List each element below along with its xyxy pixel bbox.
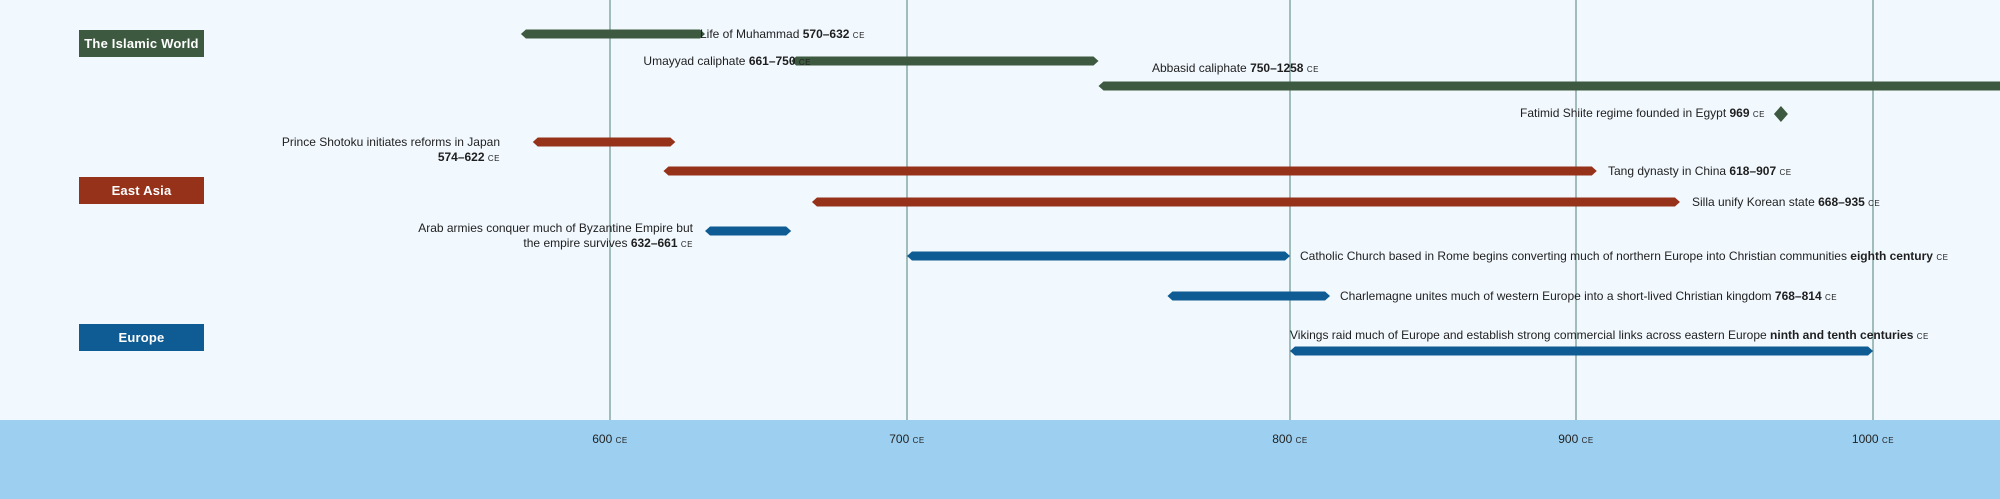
event-bar-silla-korea [811,197,1680,207]
event-label-tang-dynasty: Tang dynasty in China 618–907 CE [1608,164,1792,178]
tick-label-700: 700 CE [889,432,925,446]
event-label-prince-shotoku: Prince Shotoku initiates reforms in Japa… [281,135,500,164]
event-bar-vikings [1290,346,1873,356]
event-bar-catholic-church [907,251,1290,261]
event-bar-tang-dynasty [663,166,1597,176]
region-label-islamic-world: The Islamic World [79,30,204,57]
event-label-vikings: Vikings raid much of Europe and establis… [1290,328,1929,342]
event-label-umayyad-caliphate: Umayyad caliphate 661–750 CE [643,54,811,68]
event-label-life-of-muhammad: Life of Muhammad 570–632 CE [700,27,865,41]
event-bar-prince-shotoku [532,137,676,147]
event-label-silla-korea: Silla unify Korean state 668–935 CE [1692,195,1881,209]
event-marker-fatimid-regime [1773,106,1788,122]
tick-label-600: 600 CE [592,432,628,446]
event-bar-charlemagne [1167,291,1331,301]
region-label-east-asia: East Asia [79,177,204,204]
event-label-abbasid-caliphate: Abbasid caliphate 750–1258 CE [1152,61,1319,75]
tick-label-800: 800 CE [1272,432,1308,446]
region-label-europe: Europe [79,324,204,351]
time-axis-band [0,420,2000,499]
event-bar-life-of-muhammad [520,29,706,39]
event-label-catholic-church: Catholic Church based in Rome begins con… [1300,249,1949,263]
event-label-charlemagne: Charlemagne unites much of western Europ… [1340,289,1838,303]
event-label-fatimid-regime: Fatimid Shiite regime founded in Egypt 9… [1520,106,1765,120]
event-label-arab-armies: Arab armies conquer much of Byzantine Em… [418,221,693,250]
tick-label-1000: 1000 CE [1851,432,1895,446]
tick-label-900: 900 CE [1558,432,1594,446]
event-bar-arab-armies [705,226,792,236]
event-bar-umayyad-caliphate [791,56,1099,66]
event-bar-abbasid-caliphate [1098,81,2000,91]
